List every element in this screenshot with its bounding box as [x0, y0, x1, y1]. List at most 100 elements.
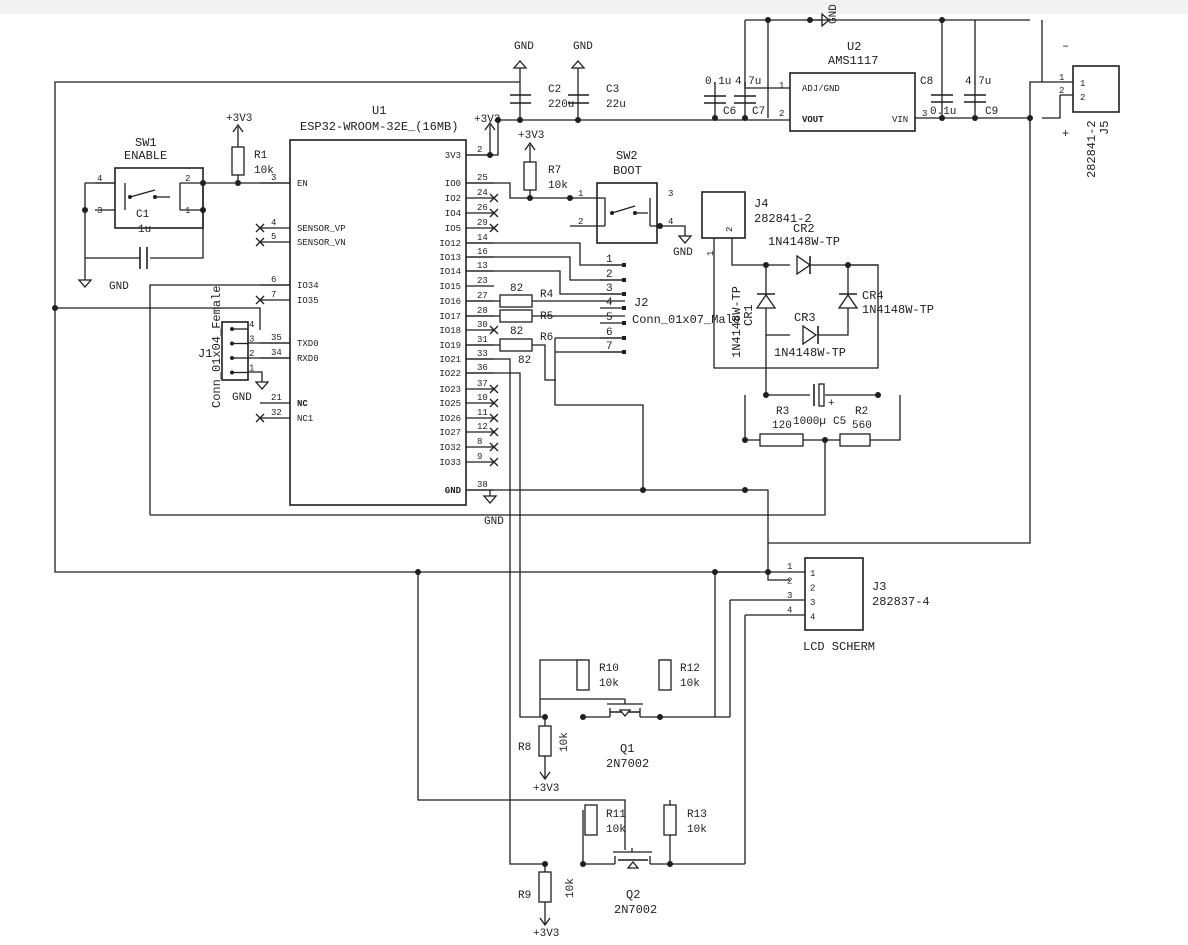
- j2-pin-end: [622, 278, 626, 282]
- u1-pin-number: 16: [477, 247, 488, 257]
- u1-esp32[interactable]: U1 ESP32-WROOM-32E_(16MB) 3EN4SENSOR_VP5…: [255, 104, 499, 506]
- u1-value: ESP32-WROOM-32E_(16MB): [300, 120, 458, 134]
- sw1-pin2: 2: [185, 174, 190, 184]
- r13-resistor[interactable]: R13 10k: [663, 804, 707, 836]
- r6-ref: R6: [540, 332, 553, 344]
- u1-pin-number: 11: [477, 408, 488, 418]
- u1-pin-number: 28: [477, 306, 488, 316]
- c2-capacitor[interactable]: C2 220u: [510, 84, 574, 111]
- sw2-pin1: 1: [578, 189, 583, 199]
- u1-pin-name: IO5: [445, 224, 461, 234]
- sw2-switch[interactable]: SW2 BOOT 1 2 3 4: [570, 149, 673, 244]
- sw1-value: ENABLE: [124, 149, 167, 163]
- j3-label: LCD SCHERM: [803, 640, 875, 654]
- r5-resistor[interactable]: R5 82: [499, 309, 553, 338]
- r8-resistor[interactable]: R8 10k: [518, 725, 571, 757]
- u2-pin-adj: ADJ/GND: [802, 84, 840, 94]
- no-connect-mark: [489, 208, 499, 218]
- cr2-value: 1N4148W-TP: [768, 235, 840, 249]
- cr1-diode[interactable]: CR1 1N4148W-TP: [730, 286, 777, 358]
- u1-pin-number: 8: [477, 437, 482, 447]
- u2-ref: U2: [847, 40, 861, 54]
- r13-value: 10k: [687, 824, 707, 836]
- cr2-diode[interactable]: CR2 1N4148W-TP: [768, 222, 840, 276]
- u2-pin-vout: VOUT: [802, 115, 824, 125]
- c3-capacitor[interactable]: C3 22u: [568, 84, 626, 111]
- j1-pin-socket: [230, 341, 234, 346]
- u1-pin-number: 12: [477, 422, 488, 432]
- no-connect-mark: [489, 457, 499, 467]
- u1-pin-name: RXD0: [297, 354, 319, 364]
- u1-pin-name: IO35: [297, 296, 319, 306]
- u1-ref: U1: [372, 104, 386, 118]
- cr3-diode[interactable]: CR3 1N4148W-TP: [774, 311, 846, 360]
- cr4-diode[interactable]: CR4 1N4148W-TP: [837, 289, 934, 317]
- j1-pin-socket: [230, 356, 234, 360]
- r3-resistor[interactable]: R3 120: [759, 406, 804, 447]
- q1-value: 2N7002: [606, 757, 649, 771]
- r4-resistor[interactable]: 82 R4: [499, 283, 554, 308]
- j2-pin-end: [622, 292, 626, 296]
- c6-capacitor[interactable]: 0.1u C6: [704, 76, 736, 118]
- q2-mosfet[interactable]: Q2 2N7002: [613, 848, 657, 917]
- r6-resistor[interactable]: R6 82: [499, 332, 553, 367]
- r2-value: 560: [852, 420, 872, 432]
- u1-pin-name: IO27: [439, 428, 461, 438]
- c8-ref: C8: [920, 76, 933, 88]
- j1-pin-number: 2: [249, 349, 254, 359]
- u1-pin-number: 37: [477, 379, 488, 389]
- c8-capacitor[interactable]: C8 0.1u: [920, 76, 956, 118]
- u2-ams1117[interactable]: U2 AMS1117 ADJ/GND VOUT VIN 1 2 3: [779, 40, 927, 132]
- gnd-label-7: GND: [484, 516, 504, 528]
- j1-ref: J1: [198, 347, 212, 361]
- j3-value: 282837-4: [872, 595, 930, 609]
- v33-label-2: +3V3: [474, 114, 500, 126]
- c1-capacitor[interactable]: C1 1u: [136, 209, 151, 269]
- r4-value: 82: [510, 283, 523, 295]
- gnd-sw2: GND: [673, 235, 693, 259]
- j2-ref: J2: [634, 296, 648, 310]
- u1-pin-name: TXD0: [297, 339, 319, 349]
- r7-value: 10k: [548, 180, 568, 192]
- r6-value: 82: [518, 355, 531, 367]
- u1-pin-name: IO13: [439, 253, 461, 263]
- j5-connector[interactable]: 1 2 1 2 – + J5 282841-2: [1042, 39, 1120, 178]
- gnd-label-4: GND: [828, 4, 840, 24]
- c9-capacitor[interactable]: 4.7u C9: [964, 76, 998, 118]
- j5-pin1-num: 1: [1059, 73, 1064, 83]
- no-connect-mark: [489, 427, 499, 437]
- c7-capacitor[interactable]: 4.7u C7: [734, 76, 765, 118]
- j4-connector[interactable]: 1 2 J4 282841-2: [701, 191, 812, 256]
- u1-pin-number: 31: [477, 335, 488, 345]
- r9-resistor[interactable]: R9 10k: [518, 871, 577, 903]
- r11-resistor[interactable]: R11 10k: [584, 804, 626, 836]
- j2-pin-number: 5: [606, 312, 613, 324]
- gnd-top: GND: [810, 4, 840, 28]
- r11-value: 10k: [606, 824, 626, 836]
- r3-value: 120: [772, 420, 792, 432]
- q2-ref: Q2: [626, 888, 640, 902]
- r1-resistor[interactable]: R1 10k: [231, 146, 274, 177]
- sw1-switch[interactable]: SW1 ENABLE 4 3 2 1: [95, 136, 204, 229]
- u1-pin-name: IO15: [439, 282, 461, 292]
- r2-ref: R2: [855, 406, 868, 418]
- r10-resistor[interactable]: R10 10k: [576, 659, 619, 691]
- r7-resistor[interactable]: R7 10k: [523, 161, 568, 192]
- j5-ref: J5: [1098, 121, 1112, 135]
- c5-capacitor[interactable]: + 1000µ C5: [793, 383, 846, 428]
- cr4-ref: CR4: [862, 289, 884, 303]
- r12-resistor[interactable]: R12 10k: [658, 659, 700, 691]
- j3-pin-label: 2: [810, 584, 815, 594]
- u1-pin-name: IO2: [445, 194, 461, 204]
- no-connect-mark: [255, 295, 265, 305]
- no-connect-mark: [489, 413, 499, 423]
- r2-resistor[interactable]: R2 560: [839, 406, 872, 447]
- q1-mosfet[interactable]: Q1 2N7002: [540, 698, 649, 771]
- u1-pin-name: NC1: [297, 414, 313, 424]
- c2-ref: C2: [548, 84, 561, 96]
- j3-pin-number: 2: [787, 577, 792, 587]
- u1-pin-number: 3: [271, 173, 276, 183]
